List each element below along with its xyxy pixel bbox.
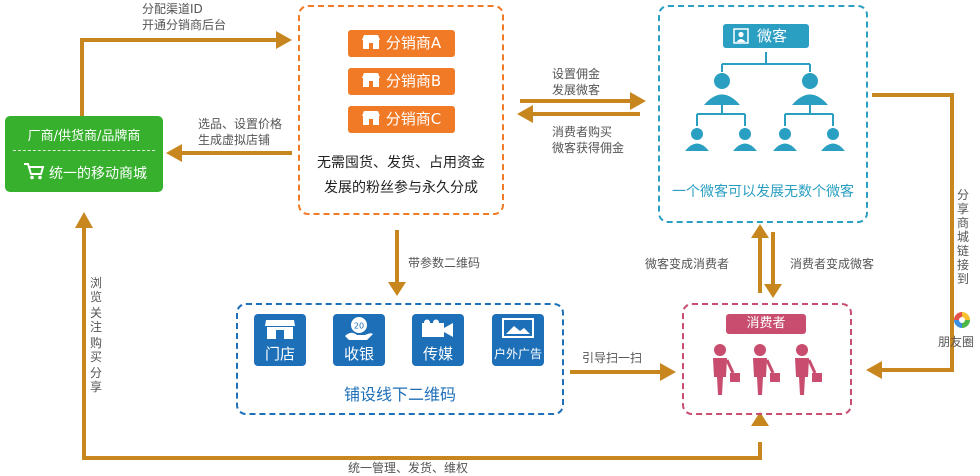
consumer-box: [682, 303, 852, 415]
assign-label-2: 开通分销商后台: [142, 18, 227, 32]
browse-label-4: 分享: [90, 366, 103, 394]
arrow-share-moments: [872, 93, 954, 372]
offline-box: [236, 303, 564, 415]
moments-icon: [954, 312, 970, 328]
distributor-a-label: 分销商A: [385, 34, 442, 52]
weike-title-badge: 微客: [723, 24, 809, 48]
buy-label-2: 微客获得佣金: [552, 141, 625, 155]
share-vertical-label: 分享商城链接到: [956, 188, 969, 286]
platform-divider: [13, 150, 155, 151]
shop-icon: [361, 35, 380, 49]
consumers-illustration: [713, 344, 822, 395]
consumer-to-weike-label: 消费者变成微客: [790, 257, 875, 271]
consumer-title: 消费者: [746, 316, 786, 331]
commission-label-2: 发展微客: [552, 83, 601, 97]
distributor-a-button[interactable]: 分销商A: [348, 30, 455, 57]
media-tile[interactable]: 传媒: [412, 314, 464, 366]
store-label: 门店: [264, 345, 295, 363]
cashier-label: 收银: [343, 345, 374, 363]
billboard-icon: [502, 318, 534, 338]
platform-box: 厂商/供货商/品牌商 统一的移动商城: [5, 116, 163, 192]
arrow-manage-loop: [82, 226, 762, 460]
svg-text:20: 20: [354, 322, 364, 331]
scan-label: 引导扫一扫: [582, 351, 643, 365]
weike-tree: [685, 52, 845, 151]
shop-icon: [361, 73, 380, 87]
select-label-2: 生成虚拟店铺: [198, 133, 271, 147]
browse-label-2: 关注: [90, 306, 103, 334]
person-icon: [733, 28, 749, 44]
platform-subtitle: 统一的移动商城: [49, 166, 147, 182]
shopper-icon: [713, 344, 822, 395]
weike-to-consumer-label: 微客变成消费者: [645, 257, 730, 271]
media-label: 传媒: [422, 345, 453, 363]
shop-icon: [361, 111, 380, 125]
distributor-c-label: 分销商C: [385, 110, 442, 128]
outdoor-ad-tile[interactable]: 户外广告: [492, 314, 544, 366]
browse-label-1: 浏览: [90, 276, 103, 304]
consumer-title-badge: 消费者: [726, 314, 806, 334]
person-icon: [685, 73, 845, 151]
store-tile[interactable]: 门店: [254, 314, 306, 366]
shopping-cart-icon: [24, 163, 45, 180]
weike-title: 微客: [757, 27, 788, 45]
manage-label: 统一管理、发货、维权: [348, 461, 469, 475]
assign-label-1: 分配渠道ID: [142, 2, 203, 16]
distributors-desc-line1: 无需囤货、发货、占用资金: [317, 155, 485, 171]
weike-box: [658, 5, 868, 223]
qr-param-label: 带参数二维码: [408, 256, 481, 270]
distributors-desc-line2: 发展的粉丝参与永久分成: [324, 180, 478, 196]
commission-label-1: 设置佣金: [552, 67, 601, 81]
browse-label-3: 购买: [90, 336, 103, 364]
distributors-box: [298, 5, 504, 215]
coin-hand-icon: 20: [345, 317, 373, 340]
buy-label-1: 消费者购买: [552, 125, 613, 139]
video-camera-icon: [422, 319, 453, 337]
platform-title: 厂商/供货商/品牌商: [27, 129, 141, 144]
moments-label: 朋友圈: [938, 335, 975, 349]
weike-caption: 一个微客可以发展无数个微客: [672, 184, 854, 200]
distributor-b-button[interactable]: 分销商B: [348, 68, 455, 95]
cashier-tile[interactable]: 20 收银: [333, 314, 385, 366]
distributor-b-label: 分销商B: [385, 72, 442, 90]
store-icon: [265, 320, 295, 339]
outdoor-ad-label: 户外广告: [493, 347, 542, 361]
arrow-assign-channel: [80, 38, 276, 118]
distributor-c-button[interactable]: 分销商C: [348, 106, 455, 133]
offline-caption: 铺设线下二维码: [343, 385, 456, 404]
select-label-1: 选品、设置价格: [198, 117, 283, 131]
